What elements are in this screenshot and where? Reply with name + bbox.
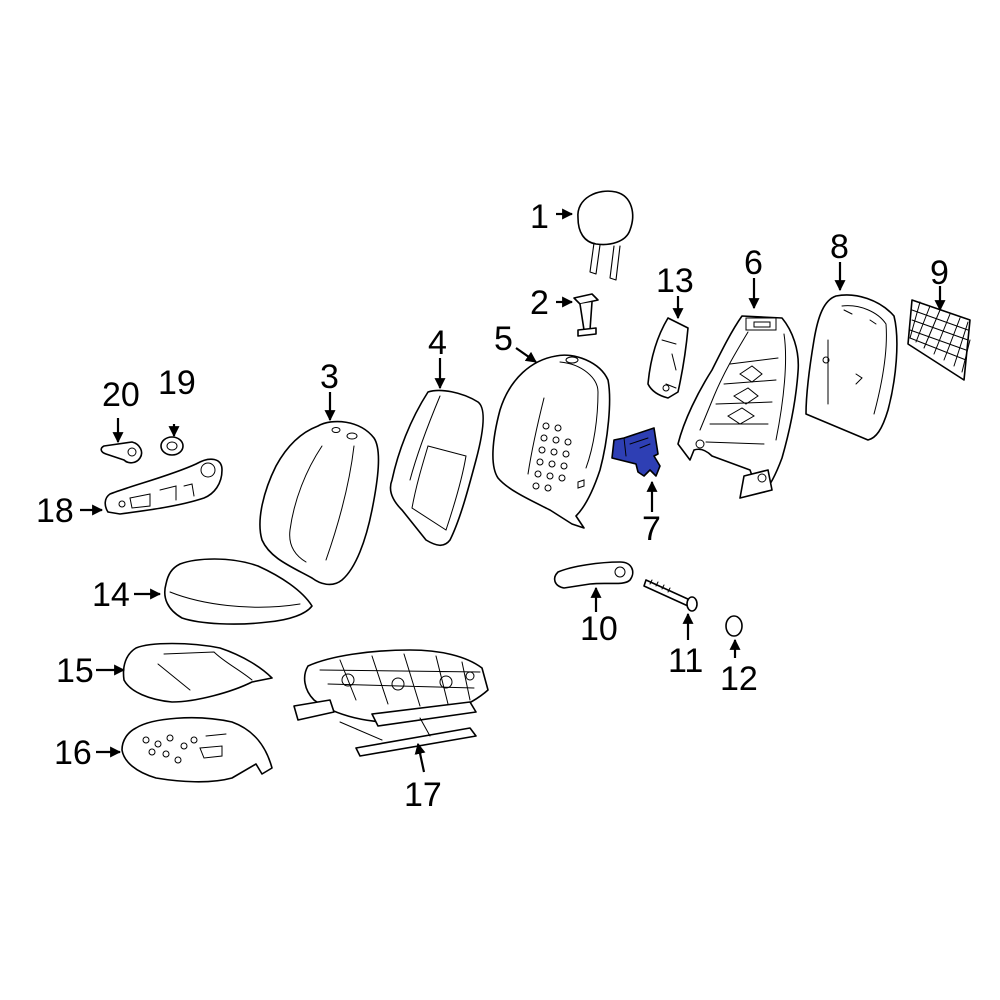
part-1-headrest[interactable] (577, 190, 634, 281)
part-6-backrest-frame[interactable] (677, 315, 800, 499)
callout-19: 19 (158, 364, 196, 402)
callout-4: 4 (428, 324, 447, 362)
callout-16: 16 (54, 734, 92, 772)
part-4-backrest-pad[interactable] (389, 389, 484, 547)
callout-14: 14 (92, 576, 130, 614)
part-13-side-panel[interactable] (647, 317, 689, 399)
callout-1: 1 (530, 198, 549, 236)
part-17-seat-frame-track[interactable] (293, 649, 489, 757)
part-8-rear-panel[interactable] (805, 294, 898, 441)
callout-20: 20 (102, 376, 140, 414)
callout-11: 11 (668, 642, 703, 680)
part-16-cushion-base[interactable] (121, 716, 273, 783)
callout-6: 6 (744, 244, 763, 282)
callout-13: 13 (656, 262, 694, 300)
callout-9: 9 (930, 254, 949, 292)
callout-labels: 1 2 3 4 5 6 7 8 9 10 11 12 13 14 15 16 1… (36, 198, 949, 814)
callout-10: 10 (580, 610, 618, 648)
callout-12: 12 (720, 660, 758, 698)
callout-3: 3 (320, 358, 339, 396)
callout-15: 15 (56, 652, 94, 690)
part-11-bolt[interactable] (643, 579, 698, 612)
callout-5: 5 (494, 320, 513, 358)
part-20-handle[interactable] (100, 441, 143, 464)
part-5-backrest-trim[interactable] (492, 354, 611, 529)
part-3-backrest-cover[interactable] (259, 420, 380, 586)
callout-8: 8 (830, 228, 849, 266)
perforation-holes (532, 422, 572, 492)
callout-17: 17 (404, 776, 442, 814)
part-7-seat-module[interactable] (611, 427, 661, 477)
part-9-map-pocket-net[interactable] (907, 299, 971, 381)
part-2-headrest-guide[interactable] (573, 293, 599, 337)
callout-7: 7 (642, 510, 661, 548)
leader-lines (80, 208, 946, 773)
part-19-knob[interactable] (160, 436, 184, 456)
part-10-side-trim[interactable] (553, 561, 634, 589)
part-14-seat-cushion-cover[interactable] (164, 558, 313, 625)
part-12-clip[interactable] (725, 615, 743, 637)
callout-18: 18 (36, 492, 74, 530)
part-15-cushion-pad[interactable] (122, 642, 273, 703)
callout-2: 2 (530, 284, 549, 322)
part-18-side-shield[interactable] (104, 458, 223, 515)
